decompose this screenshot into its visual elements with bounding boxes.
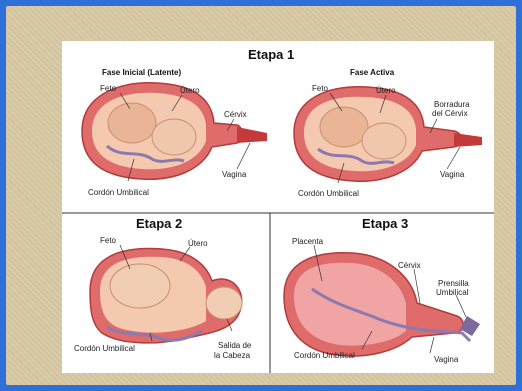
active-cordon-label: Cordón Umbilical (298, 189, 359, 198)
stage2-salida-label-line1: Salida de (218, 341, 251, 350)
figure-illustration (62, 41, 494, 373)
active-feto-label: Feto (312, 84, 328, 93)
latent-utero-label: Útero (180, 86, 200, 95)
stage3-vagina-label: Vagina (434, 355, 458, 364)
stage3-cervix-label: Cérvix (398, 261, 421, 270)
stage3-cordon-label: Cordón Umbilical (294, 351, 355, 360)
stage2-uterus (90, 248, 242, 342)
latent-feto-label: Feto (100, 84, 116, 93)
stage3-uterus (284, 253, 480, 356)
stage2-cordon-label: Cordón Umbilical (74, 344, 135, 353)
stage2-feto-label: Feto (100, 236, 116, 245)
active-phase-subtitle: Fase Activa (350, 68, 394, 77)
stage2-utero-label: Útero (188, 239, 208, 248)
stage3-prensilla-label-line1: Prensilla (438, 279, 469, 288)
stage2-salida-label-line2: la Cabeza (214, 351, 250, 360)
active-utero-label: Útero (376, 86, 396, 95)
labor-stages-figure: Etapa 1 Fase Inicial (Latente) Fase Acti… (62, 41, 494, 373)
latent-cordon-label: Cordón Umbilical (88, 188, 149, 197)
latent-vagina-label: Vagina (222, 170, 246, 179)
stage3-placenta-label: Placenta (292, 237, 323, 246)
active-vagina-label: Vagina (440, 170, 464, 179)
stage3-title: Etapa 3 (362, 216, 408, 231)
active-borradura-label-line1: Borradura (434, 100, 470, 109)
stage2-title: Etapa 2 (136, 216, 182, 231)
stage1-title: Etapa 1 (248, 47, 294, 62)
active-borradura-label-line2: del Cérvix (432, 109, 468, 118)
latent-phase-subtitle: Fase Inicial (Latente) (102, 68, 181, 77)
latent-cervix-label: Cérvix (224, 110, 247, 119)
stage3-prensilla-label-line2: Umbilical (436, 288, 468, 297)
